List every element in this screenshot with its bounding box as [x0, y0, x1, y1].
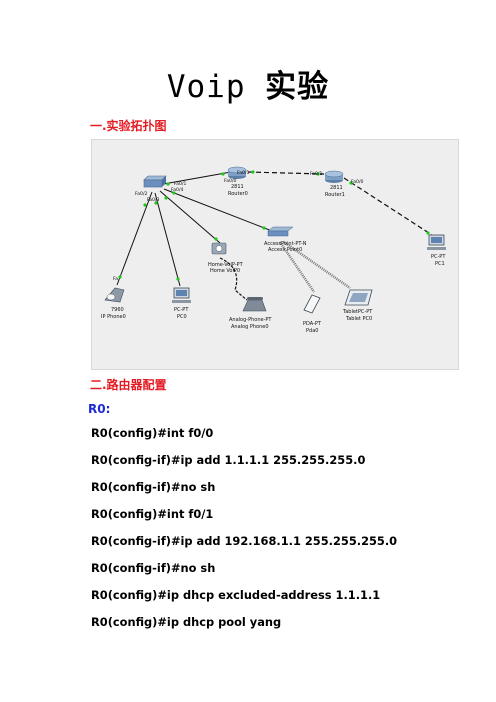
config-line: R0(config-if)#ip add 192.168.1.1 255.255…	[91, 534, 398, 548]
config-line: R0(config-if)#no sh	[91, 480, 216, 494]
link-switch-ap	[163, 188, 273, 232]
router1-icon[interactable]	[324, 170, 344, 183]
switch-port-1: Fa0/1	[174, 181, 187, 187]
pc0-icon[interactable]	[172, 287, 191, 303]
router1-port-fa01: Fa0/1	[310, 171, 323, 177]
link-switch-homevoip	[159, 190, 221, 244]
access-point-model: AccessPoint-PT-N	[264, 241, 307, 247]
config-line: R0(config-if)#no sh	[91, 561, 216, 575]
section-heading-topology: 一.实验拓扑图	[90, 119, 167, 133]
topology-diagram: Fa0/1 Fa0/4 Fa0/2 Fa0/3 Fa0/1 Fa0/0 2811…	[91, 139, 459, 370]
home-voip-name: Home VoIP0	[210, 268, 240, 274]
title-latin: Voip	[166, 69, 246, 105]
link-switch-pc0	[154, 192, 181, 287]
document-title: Voip 实验	[0, 68, 496, 106]
config-line: R0(config)#ip dhcp excluded-address 1.1.…	[91, 588, 381, 602]
router0-icon[interactable]	[227, 166, 247, 179]
wireless-ap-pda	[278, 241, 316, 293]
router0-port-fa01: Fa0/1	[237, 170, 250, 176]
link-homevoip-analogphone	[219, 257, 248, 301]
home-voip-model: Home-VoIP-PT	[208, 262, 244, 268]
access-point-name: Access Point0	[268, 247, 302, 253]
link-switch-ipphone	[116, 191, 153, 286]
switch-port-2: Fa0/2	[135, 191, 148, 197]
ip-phone-icon[interactable]	[104, 287, 125, 303]
pda-icon[interactable]	[303, 294, 321, 314]
router0-port-fa00: Fa0/0	[224, 178, 237, 184]
section-heading-router-config: 二.路由器配置	[90, 378, 167, 392]
router1-name: Router1	[325, 192, 345, 198]
tablet-icon[interactable]	[344, 289, 373, 306]
tablet-model: TabletPC-PT	[342, 309, 373, 315]
access-point-icon[interactable]	[267, 226, 294, 237]
pc0-model: PC-PT	[174, 307, 189, 313]
config-line: R0(config-if)#ip add 1.1.1.1 255.255.255…	[91, 453, 366, 467]
switch-icon[interactable]	[143, 175, 167, 188]
analog-phone-icon[interactable]	[242, 297, 267, 312]
pc1-name: PC1	[435, 261, 445, 267]
link-switch-router0	[157, 171, 232, 186]
ip-phone-port: Fa	[113, 276, 118, 282]
home-voip-icon[interactable]	[211, 242, 227, 255]
links	[116, 171, 273, 287]
router1-model: 2811	[330, 185, 343, 191]
tablet-name: Tablet PC0	[345, 316, 372, 322]
ip-phone-model: 7960	[111, 307, 124, 313]
config-line: R0(config)#ip dhcp pool yang	[91, 615, 282, 629]
link-router1-pc1	[343, 177, 433, 236]
title-cn: 实验	[265, 69, 330, 105]
link-router0-router1	[247, 171, 325, 175]
router1-port-fa00: Fa0/0	[351, 179, 364, 185]
router-r0-label: R0:	[88, 402, 111, 416]
ip-phone-name: IP Phone0	[101, 314, 126, 320]
analog-phone-model: Analog-Phone-PT	[229, 317, 272, 323]
link-status-dots	[118, 170, 430, 281]
pda-name: Pda0	[306, 328, 318, 334]
router0-name: Router0	[228, 191, 248, 197]
switch-port-3: Fa0/3	[147, 197, 160, 203]
config-line: R0(config)#int f0/1	[91, 507, 214, 521]
pc1-icon[interactable]	[427, 234, 446, 250]
config-line: R0(config)#int f0/0	[91, 426, 214, 440]
pda-model: PDA-PT	[303, 321, 322, 327]
analog-phone-name: Analog Phone0	[231, 324, 269, 330]
switch-port-4: Fa0/4	[171, 187, 184, 193]
wireless-ap-tablet	[283, 240, 351, 290]
pc1-model: PC-PT	[431, 254, 446, 260]
router0-model: 2811	[231, 184, 244, 190]
pc0-name: PC0	[177, 314, 187, 320]
